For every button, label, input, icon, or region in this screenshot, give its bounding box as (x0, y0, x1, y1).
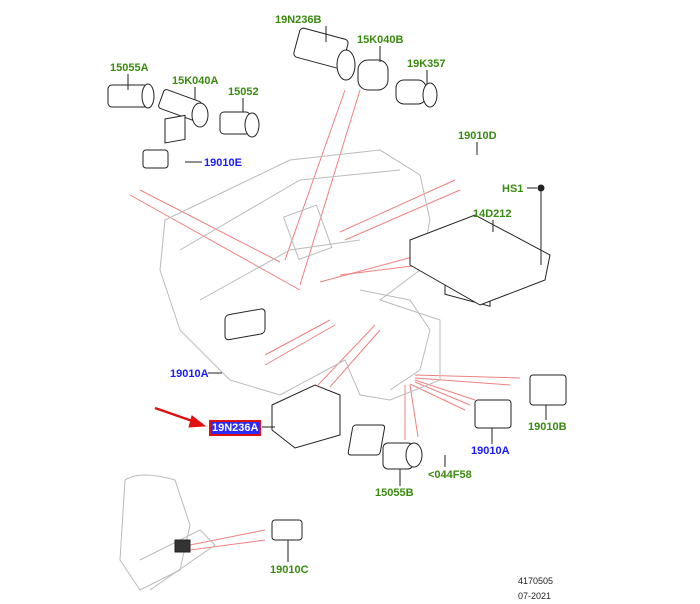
label-15052[interactable]: 15052 (228, 86, 259, 98)
label-15055B[interactable]: 15055B (375, 487, 414, 499)
label-19010B[interactable]: 19010B (528, 421, 567, 433)
callout-ticks (127, 26, 547, 562)
label-15K040B[interactable]: 15K040B (357, 34, 404, 46)
label-044F58[interactable]: <044F58 (428, 469, 472, 481)
label-19010A-left[interactable]: 19010A (170, 368, 209, 380)
label-19010D[interactable]: 19010D (458, 130, 497, 142)
label-14D212[interactable]: 14D212 (473, 208, 512, 220)
leader-lines (129, 89, 521, 551)
label-19010A-right[interactable]: 19010A (471, 445, 510, 457)
dashboard-outline (119, 149, 441, 591)
label-19010E[interactable]: 19010E (204, 157, 242, 169)
label-15055A[interactable]: 15055A (110, 62, 149, 74)
label-19010C[interactable]: 19010C (270, 564, 309, 576)
label-19N236A-selected[interactable]: 19N236A (209, 420, 262, 436)
label-19N236B[interactable]: 19N236B (275, 14, 322, 26)
drawing-date: 07-2021 (518, 591, 552, 601)
label-HS1[interactable]: HS1 (502, 183, 524, 195)
drawing-number: 4170505 (518, 576, 554, 586)
label-15K040A[interactable]: 15K040A (172, 75, 219, 87)
label-19K357[interactable]: 19K357 (407, 58, 446, 70)
parts (107, 27, 567, 553)
pointer-arrow (154, 406, 207, 428)
